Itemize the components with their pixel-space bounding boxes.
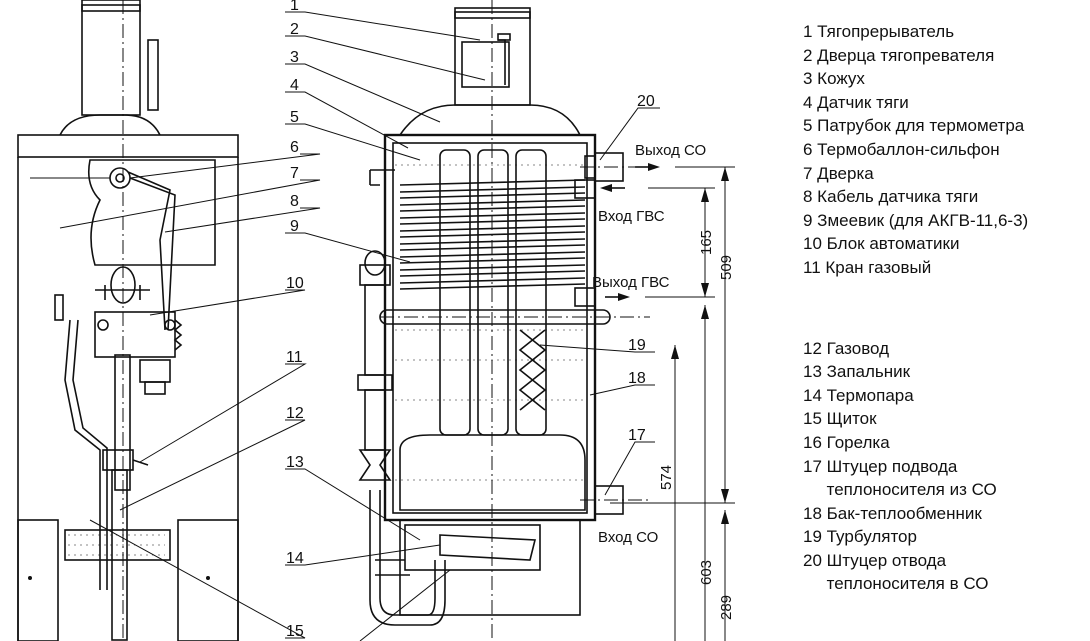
flow-co-out: Выход СО xyxy=(635,142,706,159)
flow-dhw-out: Выход ГВС xyxy=(592,274,670,291)
callout-12: 12 xyxy=(286,405,304,422)
legend-item: 5 Патрубок для термометра xyxy=(803,116,1025,136)
dimension-lines xyxy=(600,163,735,641)
legend-item: 19 Турбулятор xyxy=(803,527,917,547)
legend-item: 13 Запальник xyxy=(803,362,911,382)
dim-509: 509 xyxy=(718,255,735,280)
flow-dhw-in: Вход ГВС xyxy=(598,208,665,225)
callout-19: 19 xyxy=(628,337,646,354)
legend-item: 2 Дверца тягопревателя xyxy=(803,45,995,65)
legend-spacer xyxy=(803,280,1028,337)
legend-item: 18 Бак-теплообменник xyxy=(803,503,982,523)
legend-item: 3 Кожух xyxy=(803,69,865,89)
callout-17: 17 xyxy=(628,427,646,444)
flow-labels: Выход СО Вход ГВС Выход ГВС Вход СО xyxy=(592,142,706,546)
callout-15: 15 xyxy=(286,623,304,640)
legend-item: 6 Термобаллон-сильфон xyxy=(803,139,1000,159)
callout-6: 6 xyxy=(290,139,299,156)
callout-16: 16 xyxy=(340,639,358,641)
legend-item: 16 Горелка xyxy=(803,432,890,452)
callout-5: 5 xyxy=(290,109,299,126)
legend-item: 8 Кабель датчика тяги xyxy=(803,187,979,207)
legend-item: 7 Дверка xyxy=(803,163,874,183)
dim-574: 574 xyxy=(658,465,675,490)
legend-item: 20 Штуцер отвода xyxy=(803,550,947,570)
legend-item: теплоносителя в СО xyxy=(803,574,989,594)
callout-7: 7 xyxy=(290,165,299,182)
callout-11: 11 xyxy=(286,349,303,366)
dim-165: 165 xyxy=(698,230,715,255)
callout-3: 3 xyxy=(290,49,299,66)
callout-1: 1 xyxy=(290,0,299,14)
legend-item: 9 Змеевик (для АКГВ-11,6-3) xyxy=(803,210,1029,230)
dimension-labels: 165 509 574 603 289 xyxy=(658,230,735,620)
legend-item: 15 Щиток xyxy=(803,409,877,429)
callout-10: 10 xyxy=(286,275,304,292)
legend-item: 12 Газовод xyxy=(803,338,890,358)
callout-2: 2 xyxy=(290,21,299,38)
legend-item: 14 Термопара xyxy=(803,385,914,405)
callout-9: 9 xyxy=(290,218,299,235)
middle-unit-section xyxy=(357,0,650,641)
left-unit-exterior xyxy=(17,0,239,641)
legend-item: 1 Тягопрерыватель xyxy=(803,22,955,41)
callout-13: 13 xyxy=(286,454,304,471)
legend-item: теплоносителя из СО xyxy=(803,480,997,500)
callout-20: 20 xyxy=(637,93,655,110)
callout-14: 14 xyxy=(286,550,304,567)
legend-item: 10 Блок автоматики xyxy=(803,234,960,254)
flow-co-in: Вход СО xyxy=(598,529,658,546)
dim-603: 603 xyxy=(698,560,715,585)
callout-8: 8 xyxy=(290,193,299,210)
callout-18: 18 xyxy=(628,370,646,387)
legend-item: 11 Кран газовый xyxy=(803,257,932,277)
callout-leaders xyxy=(59,11,660,641)
callout-4: 4 xyxy=(290,77,299,94)
legend-item: 17 Штуцер подвода xyxy=(803,456,958,476)
callout-numbers: 1 2 3 4 5 6 7 8 9 10 11 12 13 14 15 16 1… xyxy=(286,0,655,641)
dim-289: 289 xyxy=(718,595,735,620)
legend-item: 4 Датчик тяги xyxy=(803,92,909,112)
legend: 1 Тягопрерыватель 2 Дверца тягопревателя… xyxy=(803,20,1028,596)
